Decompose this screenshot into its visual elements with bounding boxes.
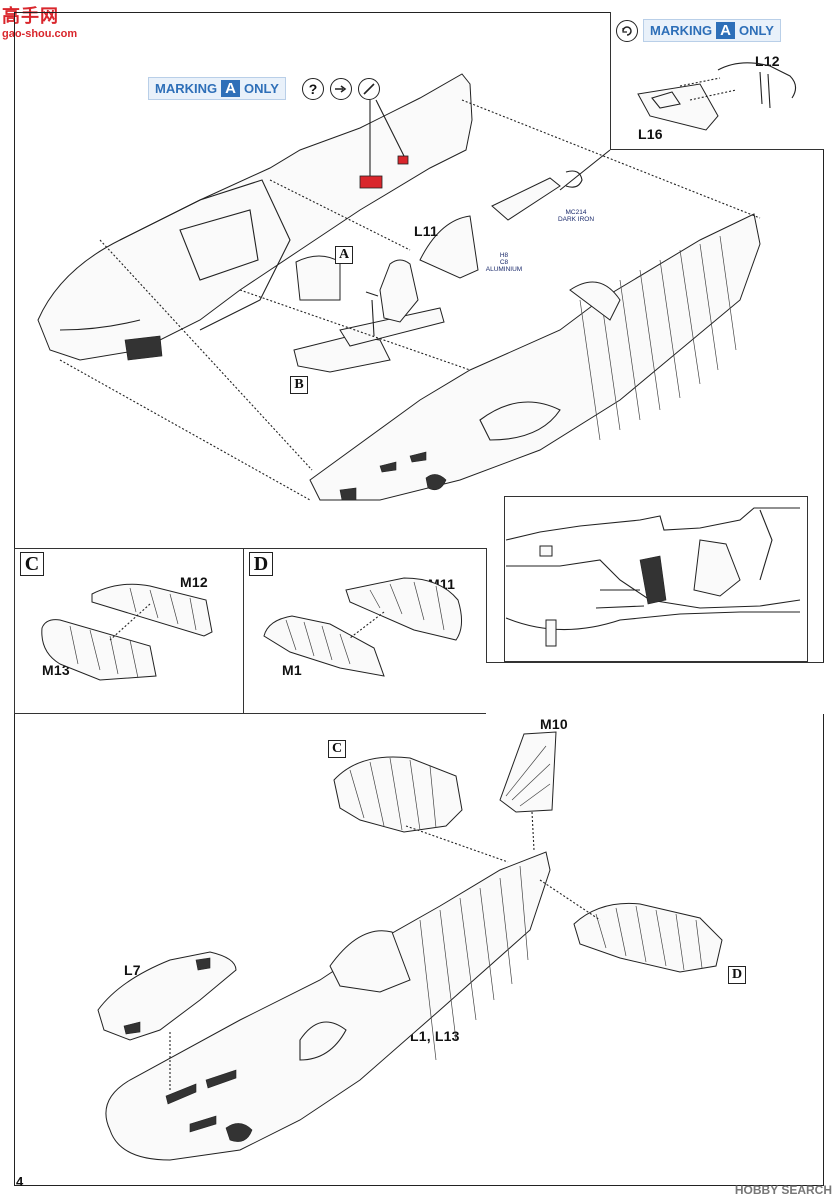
marking-letter: A [221,80,240,97]
callout-box-a: A [335,246,353,264]
part-label-m12: M12 [180,574,208,590]
marking-suffix: ONLY [243,81,279,96]
panel-label-d: D [249,552,273,576]
paint-callout-dark-iron: MC214 DARK IRON [546,209,606,223]
bend-symbol-icon [358,78,380,100]
callout-box-b: B [290,376,308,394]
marking-a-only-badge-inset: MARKING A ONLY [643,19,781,42]
page-number: 4 [16,1174,24,1189]
drill-symbol-icon [330,78,352,100]
part-label-l12: L12 [755,53,780,69]
marking-suffix: ONLY [738,23,774,38]
marking-prefix: MARKING [650,23,713,38]
question-symbol-icon: ? [302,78,324,100]
callout-box-d: D [728,966,746,984]
part-label-l1-l13: L1, L13 [410,1028,460,1044]
part-label-l11: L11 [414,223,438,239]
callout-box-c: C [328,740,346,758]
marking-a-only-badge: MARKING A ONLY [148,77,286,100]
panel-label-c: C [20,552,44,576]
paint-name: ALUMINIUM [485,266,523,273]
paint-name: DARK IRON [557,216,595,223]
paint-callout-aluminium: H8 C8 ALUMINIUM [476,252,532,273]
paint-code-h: H8 [499,252,509,259]
part-label-m10: M10 [540,716,568,732]
site-watermark-cn: 高手网 [2,6,59,26]
part-label-m13: M13 [42,662,70,678]
marking-letter: A [716,22,735,39]
paint-code: MC214 [565,209,587,216]
site-watermark-logo: 高手网 gao-shou.com [2,2,77,40]
part-label-l16: L16 [638,126,663,142]
hobby-search-watermark: HOBBY SEARCH [734,1183,832,1197]
rotate-symbol-icon [616,20,638,42]
subassembly-divider [486,662,824,714]
marking-prefix: MARKING [155,81,218,96]
part-label-m1: M1 [282,662,302,678]
paint-code-c: C8 [499,259,509,266]
site-watermark-en: gao-shou.com [2,28,78,40]
part-label-l7: L7 [124,962,141,978]
